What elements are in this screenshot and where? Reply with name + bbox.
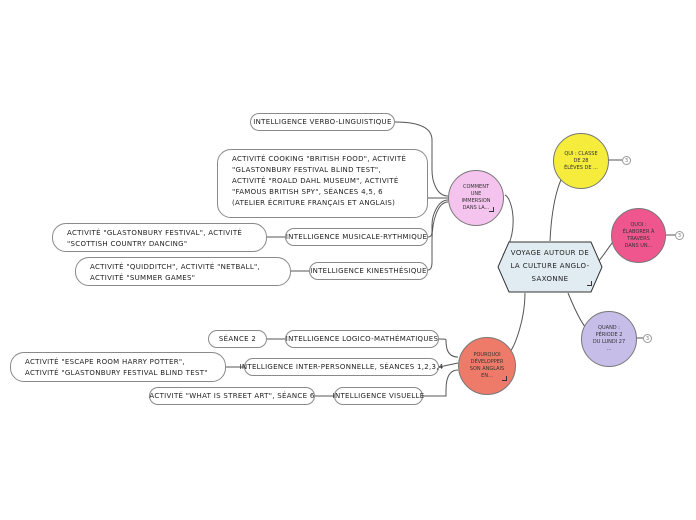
central-topic-shape bbox=[497, 241, 603, 293]
detail-kinesthesique[interactable]: Activité "Quidditch", activité "Netball"… bbox=[75, 257, 291, 286]
topic-quand-label: Quand : période 2 du lundi 27 ... bbox=[592, 325, 626, 352]
branch-visuelle[interactable]: Intelligence visuelle bbox=[333, 387, 424, 405]
branch-inter-personnelle[interactable]: Intelligence inter-personnelle, séances … bbox=[239, 358, 443, 376]
collapsed-count-badge[interactable]: 3 bbox=[622, 156, 631, 165]
central-topic[interactable]: Voyage autour de la culture anglo-saxonn… bbox=[497, 241, 603, 293]
note-icon bbox=[489, 207, 494, 212]
detail-musicale-rythmique[interactable]: Activité "Glastonbury festival", activit… bbox=[52, 223, 267, 252]
topic-qui-label: Qui : classe de 28 élèves de ... bbox=[564, 150, 598, 171]
detail-verbo-linguistique[interactable]: Activité Cooking "British food", activit… bbox=[217, 149, 428, 218]
topic-comment-label: Comment une immersion dans la... bbox=[461, 184, 491, 211]
branch-verbo-linguistique[interactable]: Intelligence verbo-linguistique bbox=[250, 113, 395, 131]
collapsed-count-badge[interactable]: 3 bbox=[675, 231, 684, 240]
topic-quoi-label: Quoi : élaborer à travers dans un... bbox=[622, 221, 655, 249]
topic-qui[interactable]: Qui : classe de 28 élèves de ... bbox=[553, 133, 609, 189]
topic-quand[interactable]: Quand : période 2 du lundi 27 ... bbox=[581, 311, 637, 367]
central-topic-label: Voyage autour de la culture anglo-saxonn… bbox=[510, 249, 590, 283]
branch-kinesthesique[interactable]: Intelligence kinesthésique bbox=[309, 262, 428, 280]
topic-pourquoi-label: Pourquoi développer son anglais en... bbox=[469, 352, 505, 379]
topic-comment[interactable]: Comment une immersion dans la... bbox=[448, 170, 504, 226]
topic-quoi[interactable]: Quoi : élaborer à travers dans un... bbox=[611, 208, 666, 263]
detail-logico-mathematiques[interactable]: Séance 2 bbox=[208, 330, 267, 348]
branch-musicale-rythmique[interactable]: Intelligence musicale-rythmique bbox=[285, 228, 428, 246]
detail-visuelle[interactable]: Activité "What is street art", séance 6 bbox=[149, 387, 315, 405]
note-icon bbox=[587, 281, 592, 286]
branch-logico-mathematiques[interactable]: Intelligence logico-mathématiques bbox=[285, 330, 439, 348]
note-icon bbox=[502, 376, 507, 381]
topic-pourquoi[interactable]: Pourquoi développer son anglais en... bbox=[458, 337, 516, 395]
detail-inter-personnelle[interactable]: Activité "Escape room Harry Potter", act… bbox=[10, 352, 226, 382]
collapsed-count-badge[interactable]: 3 bbox=[643, 334, 652, 343]
